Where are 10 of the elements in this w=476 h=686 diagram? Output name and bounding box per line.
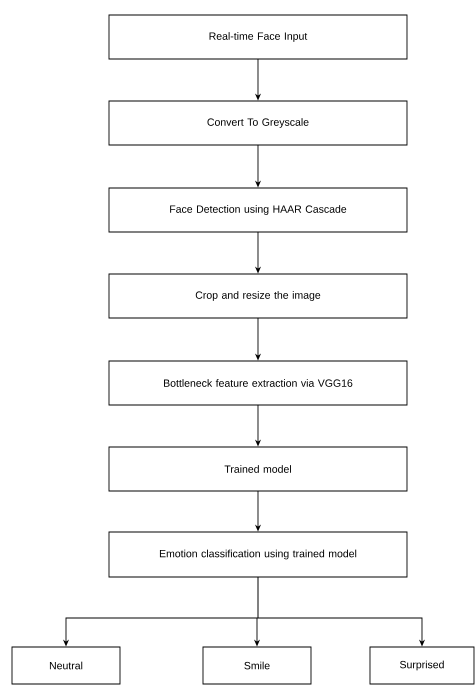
process-box: Face Detection using HAAR Cascade — [108, 188, 408, 232]
process-box: Convert To Greyscale — [108, 100, 408, 146]
process-box: Emotion classification using trained model — [108, 532, 408, 578]
process-box: Surprised — [370, 646, 474, 684]
process-box: Smile — [202, 646, 312, 684]
process-box: Real-time Face Input — [108, 14, 408, 60]
process-box: Neutral — [12, 646, 120, 684]
process-box: Crop and resize the image — [108, 274, 408, 318]
process-box: Bottleneck feature extraction via VGG16 — [108, 360, 408, 406]
process-box: Trained model — [108, 446, 408, 492]
